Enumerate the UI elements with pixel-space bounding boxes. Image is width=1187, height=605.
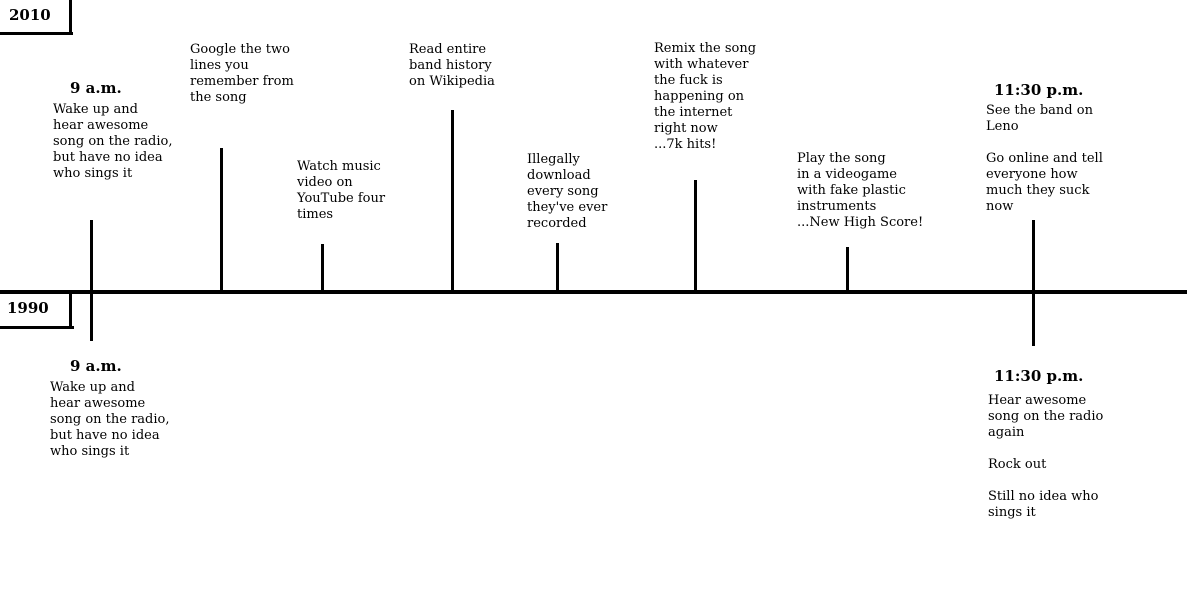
event-label: Wake up and hear awesome song on the rad… — [53, 102, 173, 181]
event-label: Watch music video on YouTube four times — [297, 159, 386, 222]
year-label-2010: 2010 — [9, 6, 51, 24]
timeline-tick — [451, 110, 454, 292]
timeline-tick — [846, 247, 849, 292]
year-box-1990-border-right — [69, 293, 72, 329]
timeline-tick — [220, 148, 223, 292]
event-label: Play the song in a videogame with fake p… — [797, 151, 924, 230]
event-label: Wake up and hear awesome song on the rad… — [50, 380, 170, 459]
event-time: 9 a.m. — [70, 79, 122, 97]
year-box-2010-border-bottom — [0, 32, 73, 35]
timeline-tick — [694, 180, 697, 292]
year-box-1990-border-bottom — [0, 326, 74, 329]
timeline-tick — [90, 220, 93, 341]
event-time: 11:30 p.m. — [994, 81, 1084, 99]
event-time: 11:30 p.m. — [994, 367, 1084, 385]
event-label: Hear awesome song on the radio again Roc… — [988, 393, 1104, 520]
timeline-tick — [321, 244, 324, 292]
event-label: Remix the song with whatever the fuck is… — [654, 41, 757, 152]
year-label-1990: 1990 — [7, 299, 49, 317]
event-label: See the band on Leno Go online and tell … — [986, 103, 1103, 214]
event-label: Read entire band history on Wikipedia — [409, 42, 495, 89]
year-box-1990: 1990 — [0, 293, 74, 333]
event-label: Google the two lines you remember from t… — [190, 42, 294, 105]
timeline-axis — [0, 290, 1187, 294]
event-label: Illegally download every song they've ev… — [527, 152, 608, 231]
year-box-2010-border-right — [69, 0, 72, 35]
event-time: 9 a.m. — [70, 357, 122, 375]
year-box-2010: 2010 — [0, 0, 74, 37]
timeline-tick — [556, 243, 559, 292]
timeline-tick — [1032, 220, 1035, 346]
